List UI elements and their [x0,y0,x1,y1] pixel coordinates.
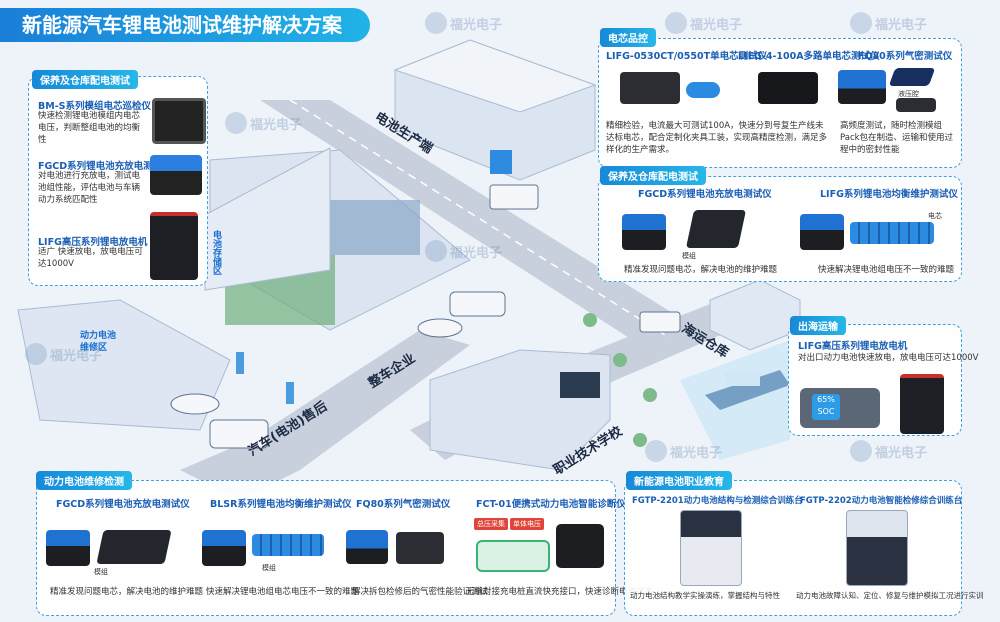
device-desc: 无缝对接充电桩直流快充接口，快速诊断电池状态 [466,587,654,597]
battery-module-image [685,210,747,248]
device-image-multi-cell-tester [758,72,818,104]
device-title: FGCD系列锂电池充放电测试仪 [38,161,172,172]
brand-logo-icon [850,440,872,462]
device-image-fgcd-tester [150,155,202,195]
panel-tag: 新能源电池职业教育 [626,471,732,490]
device-image-lifg-discharger [150,212,198,280]
brand-logo-icon [645,440,667,462]
charging-pile-2 [286,382,294,404]
device-title: FGTP-2201动力电池结构与检测综合训练台 [632,496,803,506]
device-image-blsr-balancer [202,530,246,566]
device-title: BM-S系列模组电芯巡检仪 [38,101,151,112]
soc-value: 65% [817,395,835,404]
device-desc: 精准发现问题电芯，解决电池的维护难题 [624,265,778,275]
brand-logo-icon [665,12,687,34]
device-title: FQ80系列气密测试仪 [356,499,451,510]
label-repair-room: 动力电池维修区 [80,331,117,353]
soc-label: SOC [817,407,835,416]
device-image-fq80-airtight [346,530,388,564]
brand-logo-icon [425,12,447,34]
cell-battery-icon [686,82,720,98]
cell-qc-desc-right: 高频度测试，随时检测模组Pack包在制造、运输和使用过程中的密封性能 [840,121,954,155]
brand-logo-icon [850,12,872,34]
car-service [170,393,220,415]
device-title: LIFG系列锂电池均衡维护测试仪 [820,189,958,200]
battery-cells-image [252,534,324,556]
cell-voltage-badge: 单体电压 [510,518,544,530]
module-label: 模组 [94,568,108,576]
device-image-tank [396,532,444,564]
device-title: LIFG-0530CT/0550T单电芯测试仪 [606,51,768,62]
device-image-training-bench-2 [846,510,908,586]
device-desc: 快速检测锂电池模组内电芯电压，判断整组电池的均衡性 [38,111,141,145]
watermark: 福光电子 [50,349,103,364]
device-desc: 快速解决锂电池组电压不一致的难题 [818,265,955,275]
battery-module-image [96,530,172,564]
device-image-fq80-airtight [838,70,886,104]
tank-label: 液压腔 [898,90,919,98]
device-image-training-bench-1 [680,510,742,586]
panel-tag: 电芯品控 [600,28,656,47]
device-desc: 对电池进行充放电，测试电池组性能，评估电池与车辆动力系统匹配性 [38,171,141,205]
device-title: FGCD系列锂电池充放电测试仪 [56,499,190,510]
device-title: LIFG-4-100A多路单电芯测试仪 [738,51,880,62]
device-image-lifg-discharger [900,374,944,434]
device-title: FCT-01便携式动力电池智能诊断仪 [476,499,626,510]
truck [489,184,539,210]
device-image-single-cell-tester [620,72,680,104]
van [639,311,681,333]
watermark: 福光电子 [450,246,503,261]
device-desc: 对出口动力电池快速放电，放电电压可达1000V [798,353,979,363]
road-lower [180,330,470,500]
watermark: 福光电子 [450,18,503,33]
panel-tag: 动力电池维修检测 [36,471,132,490]
panel-tag: 保养及仓库配电测试 [32,70,138,89]
vehicle-chassis-image [476,540,550,572]
device-image-fgcd-tester [46,530,90,566]
bus [449,291,506,317]
device-image-tablet [888,68,936,86]
module-label: 模组 [262,564,276,572]
watermark: 福光电子 [875,18,928,33]
device-image-fgcd-tester [622,214,666,250]
device-title: LIFG高压系列锂电放电机 [798,341,908,352]
device-image-bms-inspector [152,98,206,144]
device-title: FGCD系列锂电池充放电测试仪 [638,189,772,200]
soc-badge: 65% SOC [812,394,840,420]
device-desc: 动力电池结构教学实操演练，掌握结构与特性 [630,591,780,600]
device-image-fct-diagnostic [556,524,604,568]
device-title: FQ80系列气密测试仪 [858,51,953,62]
panel-tag: 保养及仓库配电测试 [600,166,706,185]
battery-cells-image [850,222,934,244]
device-title: LIFG高压系列锂电放电机 [38,237,148,248]
watermark: 福光电子 [875,446,928,461]
road-diagonal [260,100,700,345]
device-image-tank [896,98,936,112]
device-title: BLSR系列锂电池均衡维护测试仪 [210,499,352,510]
car-white [417,318,463,338]
device-desc: 精准发现问题电芯，解决电池的维护难题 [50,587,204,597]
cell-label: 电芯 [928,212,942,220]
panel-tag: 出海运输 [790,316,846,335]
device-desc: 适广 快速放电，放电电压可达1000V [38,247,143,269]
brand-logo-icon [25,343,47,365]
page-title: 新能源汽车锂电池测试维护解决方案 [0,8,370,42]
device-title: FGTP-2202动力电池智能检修综合训练台 [800,496,963,506]
device-image-lifg-balancer [800,214,844,250]
label-storage-room: 电池存储区 [211,230,221,275]
cell-qc-desc-left: 精细检验，电流最大可测试100A，快速分到号复生产线未达标电芯，配合定制化夹具工… [606,121,828,155]
device-desc: 解决拆包检修后的气密性能验证测试 [352,587,489,597]
watermark: 福光电子 [670,446,723,461]
device-desc: 动力电池故障认知、定位、修复与维护模拟工况进行实训 [796,591,984,600]
module-label: 模组 [682,252,696,260]
watermark: 福光电子 [250,118,303,133]
bus-voltage-badge: 总压采集 [474,518,508,530]
watermark: 福光电子 [690,18,743,33]
device-desc: 快速解决锂电池组电芯电压不一致的难题 [206,587,360,597]
charging-pile [236,352,244,374]
brand-logo-icon [425,240,447,262]
bus-service [209,419,269,449]
brand-logo-icon [225,112,247,134]
